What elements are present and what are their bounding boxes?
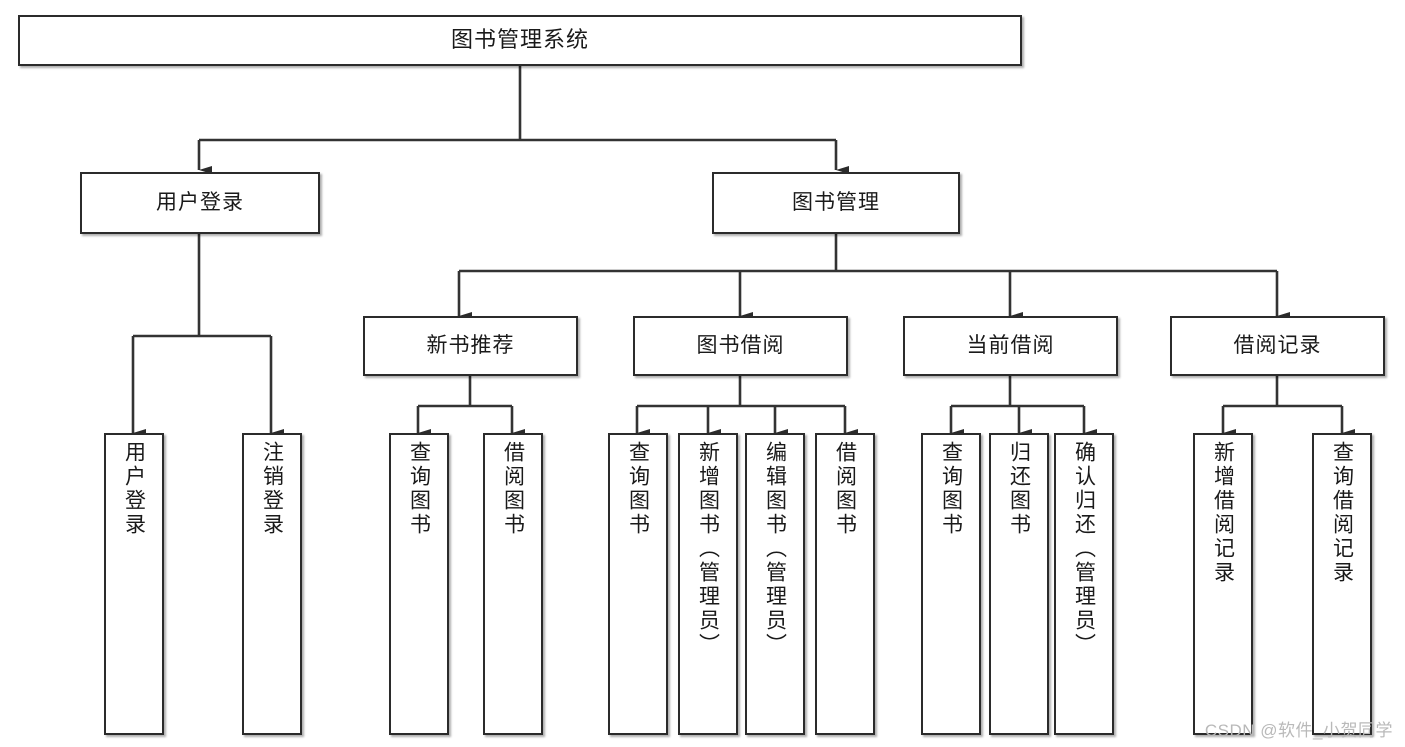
node-user-login[interactable]: 用户登录 xyxy=(80,172,320,234)
node-borrow-records-label: 借阅记录 xyxy=(1233,333,1322,357)
leaf-query-books-recommend-label: 查询图书 xyxy=(407,441,431,537)
node-root-label: 图书管理系统 xyxy=(450,27,589,53)
leaf-return-books[interactable]: 归还图书 xyxy=(989,433,1049,735)
leaf-query-books-borrow[interactable]: 查询图书 xyxy=(608,433,668,735)
leaf-edit-book-admin[interactable]: 编辑图书（管理员） xyxy=(745,433,805,735)
node-book-borrow-label: 图书借阅 xyxy=(696,333,785,357)
csdn-watermark: CSDN @软件_小贺同学 xyxy=(1204,721,1393,740)
leaf-add-borrow-record-label: 新增借阅记录 xyxy=(1211,441,1235,585)
leaf-confirm-return-admin[interactable]: 确认归还（管理员） xyxy=(1054,433,1114,735)
leaf-add-borrow-record[interactable]: 新增借阅记录 xyxy=(1193,433,1253,735)
leaf-add-book-admin[interactable]: 新增图书（管理员） xyxy=(678,433,738,735)
leaf-add-book-admin-label: 新增图书（管理员） xyxy=(696,441,720,657)
node-borrow-records[interactable]: 借阅记录 xyxy=(1170,316,1385,376)
leaf-query-books-recommend[interactable]: 查询图书 xyxy=(389,433,449,735)
node-book-borrow[interactable]: 图书借阅 xyxy=(633,316,848,376)
leaf-edit-book-admin-label: 编辑图书（管理员） xyxy=(763,441,787,657)
leaf-query-borrow-record-label: 查询借阅记录 xyxy=(1330,441,1354,585)
node-book-management[interactable]: 图书管理 xyxy=(712,172,960,234)
node-current-borrow[interactable]: 当前借阅 xyxy=(903,316,1118,376)
node-new-book-recommend-label: 新书推荐 xyxy=(426,333,515,357)
node-root[interactable]: 图书管理系统 xyxy=(18,15,1022,66)
leaf-borrow-books[interactable]: 借阅图书 xyxy=(815,433,875,735)
leaf-logout[interactable]: 注销登录 xyxy=(242,433,302,735)
leaf-query-books-current-label: 查询图书 xyxy=(939,441,963,537)
leaf-query-books-borrow-label: 查询图书 xyxy=(626,441,650,537)
leaf-return-books-label: 归还图书 xyxy=(1007,441,1031,537)
leaf-logout-label: 注销登录 xyxy=(260,441,284,537)
node-current-borrow-label: 当前借阅 xyxy=(966,333,1055,357)
node-book-management-label: 图书管理 xyxy=(792,190,880,214)
leaf-confirm-return-admin-label: 确认归还（管理员） xyxy=(1072,441,1096,657)
node-new-book-recommend[interactable]: 新书推荐 xyxy=(363,316,578,376)
leaf-borrow-books-recommend[interactable]: 借阅图书 xyxy=(483,433,543,735)
leaf-user-login-label: 用户登录 xyxy=(122,441,146,537)
leaf-borrow-books-label: 借阅图书 xyxy=(833,441,857,537)
leaf-borrow-books-recommend-label: 借阅图书 xyxy=(501,441,525,537)
leaf-user-login[interactable]: 用户登录 xyxy=(104,433,164,735)
node-user-login-label: 用户登录 xyxy=(156,190,244,214)
leaf-query-books-current[interactable]: 查询图书 xyxy=(921,433,981,735)
leaf-query-borrow-record[interactable]: 查询借阅记录 xyxy=(1312,433,1372,735)
